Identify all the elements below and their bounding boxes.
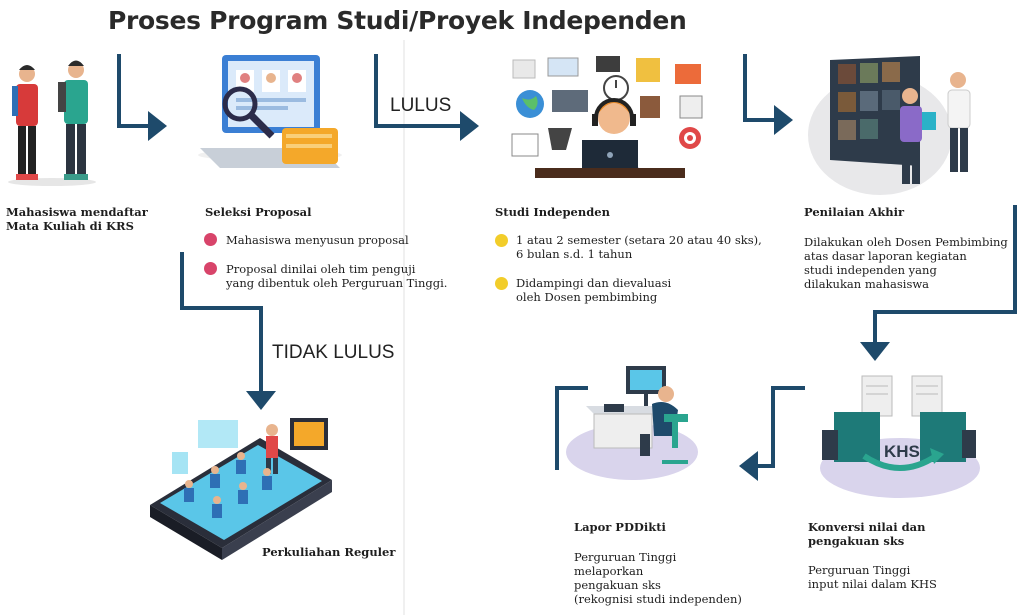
studi-text-2-line2: oleh Dosen pembimbing [516, 290, 658, 304]
seleksi-bullet-2 [204, 262, 217, 275]
studi-bullet-2 [495, 277, 508, 290]
tidak-lulus-label: TIDAK LULUS [272, 342, 395, 363]
studi-text-1-line1: 1 atau 2 semester (setara 20 atau 40 sks… [516, 233, 762, 247]
daftar-title-line2: Mata Kuliah di KRS [6, 219, 134, 233]
perkuliahan-title: Perkuliahan Reguler [262, 545, 396, 559]
lulus-label: LULUS [390, 95, 452, 116]
lapor-title: Lapor PDDikti [574, 520, 666, 534]
step-daftar: Mahasiswa mendaftar Mata Kuliah di KRS [6, 205, 148, 233]
bracket-lapor [555, 386, 588, 470]
lapor-line4: (rekognisi studi independen) [574, 592, 742, 606]
konversi-title: Konversi nilai dan pengakuan sks [808, 520, 925, 548]
seleksi-text-2-line2: yang dibentuk oleh Perguruan Tinggi. [226, 276, 448, 290]
konversi-title-line2: pengakuan sks [808, 534, 905, 548]
daftar-title-line1: Mahasiswa mendaftar [6, 205, 148, 219]
penilaian-text: Dilakukan oleh Dosen Pembimbing atas das… [804, 235, 1008, 291]
konversi-title-line1: Konversi nilai dan [808, 520, 926, 534]
seleksi-title: Seleksi Proposal [205, 205, 312, 219]
khs-label: KHS [884, 442, 920, 461]
students-illustration [8, 60, 96, 186]
konversi-line1: Perguruan Tinggi [808, 563, 911, 577]
konversi-text: Perguruan Tinggi input nilai dalam KHS [808, 563, 937, 591]
konversi-line2: input nilai dalam KHS [808, 577, 937, 591]
studi-text-1-line2: 6 bulan s.d. 1 tahun [516, 247, 633, 261]
study-illustration [511, 56, 703, 178]
proposal-illustration [198, 55, 342, 168]
lapor-line1: Perguruan Tinggi [574, 550, 677, 564]
studi-text-1: 1 atau 2 semester (setara 20 atau 40 sks… [516, 233, 762, 261]
studi-bullet-1 [495, 234, 508, 247]
lapor-line2: melaporkan [574, 564, 644, 578]
assessment-illustration [808, 56, 971, 195]
lapor-text: Perguruan Tinggi melaporkan pengakuan sk… [574, 550, 742, 606]
arrow-penilaian-to-konversi [860, 205, 1017, 361]
report-illustration [566, 366, 698, 480]
studi-text-2-line1: Didampingi dan dievaluasi [516, 276, 672, 290]
arrow-studi-to-penilaian [743, 54, 793, 135]
seleksi-text-1: Mahasiswa menyusun proposal [226, 233, 409, 247]
page-title: Proses Program Studi/Proyek Independen [108, 6, 687, 35]
studi-title: Studi Independen [495, 205, 610, 219]
studi-text-2: Didampingi dan dievaluasi oleh Dosen pem… [516, 276, 671, 304]
lapor-line3: pengakuan sks [574, 578, 661, 592]
penilaian-line1: Dilakukan oleh Dosen Pembimbing [804, 235, 1008, 249]
arrow-konversi-to-lapor [739, 386, 805, 481]
penilaian-line3: studi independen yang [804, 263, 937, 277]
seleksi-text-2-line1: Proposal dinilai oleh tim penguji [226, 262, 416, 276]
penilaian-line4: dilakukan mahasiswa [804, 277, 930, 291]
seleksi-text-2: Proposal dinilai oleh tim penguji yang d… [226, 262, 447, 290]
penilaian-line2: atas dasar laporan kegiatan [804, 249, 967, 263]
arrow-seleksi-to-perkuliahan [180, 252, 276, 410]
penilaian-title: Penilaian Akhir [804, 205, 905, 219]
classroom-illustration [150, 418, 332, 560]
arrow-seleksi-to-studi [374, 54, 479, 141]
seleksi-bullet-1 [204, 233, 217, 246]
khs-illustration [820, 375, 980, 498]
arrow-daftar-to-seleksi [117, 54, 167, 141]
